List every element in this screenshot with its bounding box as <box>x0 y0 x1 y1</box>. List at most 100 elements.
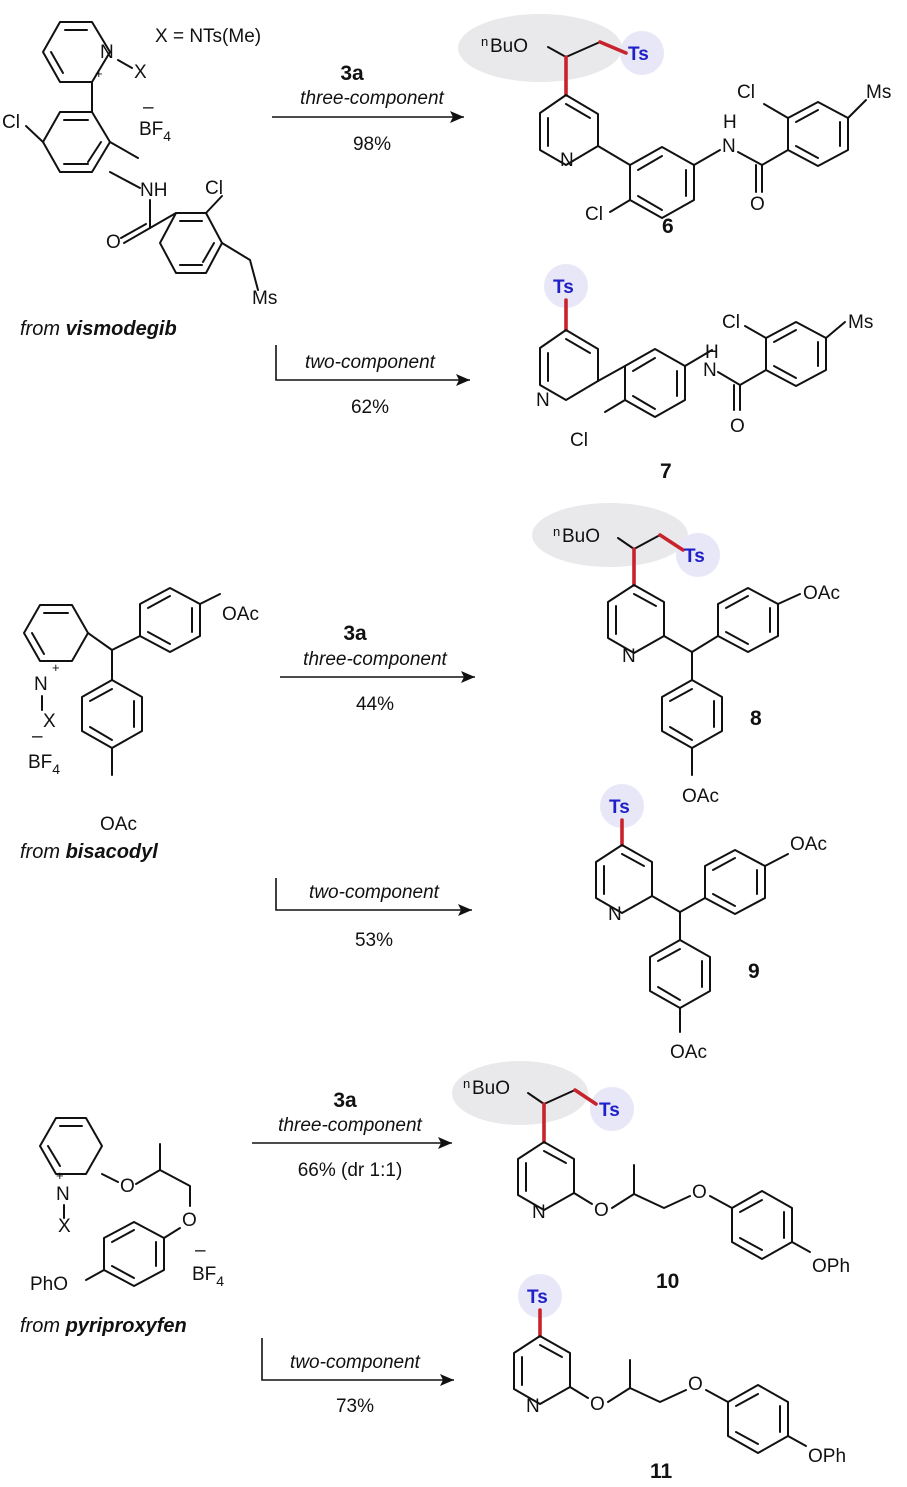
o-label: O <box>106 232 121 253</box>
buo-label: BuO <box>490 36 528 57</box>
oph-label: OPh <box>812 1256 850 1277</box>
o-label: O <box>120 1176 135 1197</box>
ts-label: Ts <box>609 797 630 818</box>
cl-label: Cl <box>722 312 740 333</box>
n-label: N <box>703 360 717 381</box>
oac-label: OAc <box>670 1042 707 1063</box>
buo-label: BuO <box>472 1078 510 1099</box>
minus-charge: – <box>143 97 154 118</box>
pyridinium-n: N <box>100 42 114 63</box>
butyl-prefix: n <box>463 1076 470 1091</box>
oac-label: OAc <box>222 604 259 625</box>
pyridinium-n: N <box>56 1184 70 1205</box>
ts-label: Ts <box>628 44 649 65</box>
butyl-prefix: n <box>553 524 560 539</box>
bf4-label: BF4 <box>139 119 171 144</box>
reaction-arrow-11: two-component 73% <box>261 1338 454 1417</box>
source-pyriproxyfen: from pyriproxyfen <box>20 1315 187 1337</box>
ms-label: Ms <box>252 288 277 309</box>
oac-label: OAc <box>803 583 840 604</box>
n-label: N <box>722 136 736 157</box>
product-8: n BuO Ts N OAc OAc 8 <box>532 503 840 807</box>
cl-label: Cl <box>205 178 223 199</box>
reaction-arrow-10: 3a three-component 66% (dr 1:1) <box>252 1089 452 1181</box>
condition-label: two-component <box>309 882 440 903</box>
pyridine-n: N <box>622 646 636 667</box>
buo-label: BuO <box>562 526 600 547</box>
condition-label: three-component <box>278 1115 422 1136</box>
bf4-label: BF4 <box>28 752 60 777</box>
pyridine-n: N <box>536 390 550 411</box>
x-label: X <box>58 1216 71 1237</box>
h-label: H <box>723 112 737 133</box>
reagent-label: 3a <box>340 62 364 85</box>
yield-label: 44% <box>356 694 394 715</box>
plus-charge: + <box>52 660 60 675</box>
product-7: Ts N Cl 7 H N O Cl Ms <box>536 264 873 483</box>
x-definition: X = NTs(Me) <box>155 26 261 47</box>
vismodegib-starting-material: N + X Cl NH O Cl Ms – BF4 X = NTs(Me) <box>2 21 277 309</box>
condition-label: three-component <box>303 649 447 670</box>
source-vismodegib: from vismodegib <box>20 318 177 340</box>
ts-label: Ts <box>527 1287 548 1308</box>
reagent-label: 3a <box>333 1089 357 1112</box>
o-label: O <box>688 1374 703 1395</box>
compound-number: 8 <box>750 707 762 730</box>
oac-label: OAc <box>682 786 719 807</box>
pho-label: PhO <box>30 1274 68 1295</box>
source-bisacodyl: from bisacodyl <box>20 841 158 863</box>
minus-charge: – <box>32 726 43 747</box>
cl-label: Cl <box>585 204 603 225</box>
pyriproxyfen-starting-material: N + X O O PhO – BF4 <box>30 1117 224 1295</box>
yield-label: 98% <box>353 134 391 155</box>
cl-label: Cl <box>2 112 20 133</box>
compound-number: 10 <box>656 1270 679 1293</box>
reaction-arrow-6: 3a three-component 98% <box>272 62 464 155</box>
oac-label: OAc <box>790 834 827 855</box>
o-label: O <box>590 1394 605 1415</box>
yield-label: 73% <box>336 1396 374 1417</box>
oph-label: OPh <box>808 1446 846 1467</box>
cl-label: Cl <box>737 82 755 103</box>
pyridine-n: N <box>608 904 622 925</box>
product-6: n BuO Ts N Cl 6 H N O Cl Ms <box>458 14 891 238</box>
o-label: O <box>692 1182 707 1203</box>
reagent-label: 3a <box>343 622 367 645</box>
oac-label: OAc <box>100 814 137 835</box>
product-11: Ts N O O OPh 11 <box>513 1274 846 1483</box>
ts-label: Ts <box>553 277 574 298</box>
reaction-arrow-9: two-component 53% <box>275 878 472 951</box>
o-label: O <box>594 1200 609 1221</box>
nh-label: NH <box>140 180 167 201</box>
x-label: X <box>43 711 56 732</box>
reaction-arrow-8: 3a three-component 44% <box>280 622 475 715</box>
plus-charge: + <box>56 1168 64 1183</box>
pyridinium-n: N <box>34 674 48 695</box>
x-label: X <box>134 62 147 83</box>
condition-label: two-component <box>290 1352 421 1373</box>
h-label: H <box>705 342 719 363</box>
o-label: O <box>750 194 765 215</box>
ms-label: Ms <box>848 312 873 333</box>
bisacodyl-starting-material: N + X – BF4 OAc OAc <box>23 587 259 835</box>
compound-number: 6 <box>662 215 674 238</box>
cl-label: Cl <box>570 430 588 451</box>
condition-label: two-component <box>305 352 436 373</box>
pyridine-n: N <box>526 1396 540 1417</box>
yield-label: 53% <box>355 930 393 951</box>
compound-number: 11 <box>650 1460 673 1483</box>
compound-number: 9 <box>748 960 760 983</box>
ts-label: Ts <box>599 1100 620 1121</box>
condition-label: three-component <box>300 88 444 109</box>
butyl-prefix: n <box>481 34 488 49</box>
plus-charge: + <box>95 66 103 81</box>
pyridine-n: N <box>560 150 574 171</box>
product-9: Ts N OAc OAc 9 <box>595 784 827 1063</box>
pyridine-n: N <box>532 1202 546 1223</box>
minus-charge: – <box>195 1240 206 1261</box>
ms-label: Ms <box>866 82 891 103</box>
reaction-arrow-7: two-component 62% <box>275 345 470 418</box>
product-10: n BuO Ts N O O OPh 10 <box>452 1061 850 1293</box>
yield-label: 62% <box>351 397 389 418</box>
